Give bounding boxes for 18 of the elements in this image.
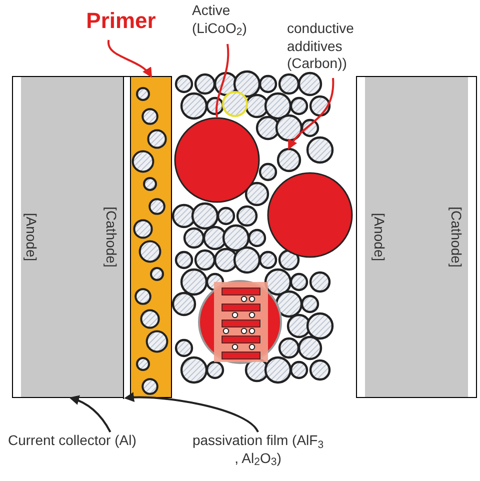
callout-label: Current collector (Al) — [8, 432, 173, 454]
callout-label: Primer — [80, 10, 162, 40]
callout-label: Active (LiCoO$_{2}$) — [192, 2, 266, 44]
leader-line — [215, 44, 230, 118]
electrode-label: [Cathode] — [448, 206, 466, 268]
carbon-particle — [277, 148, 301, 172]
electrode-label: [Cathode] — [102, 206, 120, 268]
electrode-plate — [356, 76, 477, 398]
callout-label: conductive additives (Carbon)) — [287, 20, 379, 78]
arrow — [69, 396, 112, 432]
active-particle — [174, 117, 260, 203]
callout-label: passivation film (AlF$_{3}$ , Al$_{2}$O$_{3}$) — [192, 432, 324, 474]
arrow — [288, 78, 334, 150]
electrode-label: [Anode] — [22, 212, 40, 262]
electrode-label: [Anode] — [370, 212, 388, 262]
arrow — [108, 40, 152, 78]
arrow — [124, 392, 259, 433]
electrode-plate — [12, 76, 130, 398]
